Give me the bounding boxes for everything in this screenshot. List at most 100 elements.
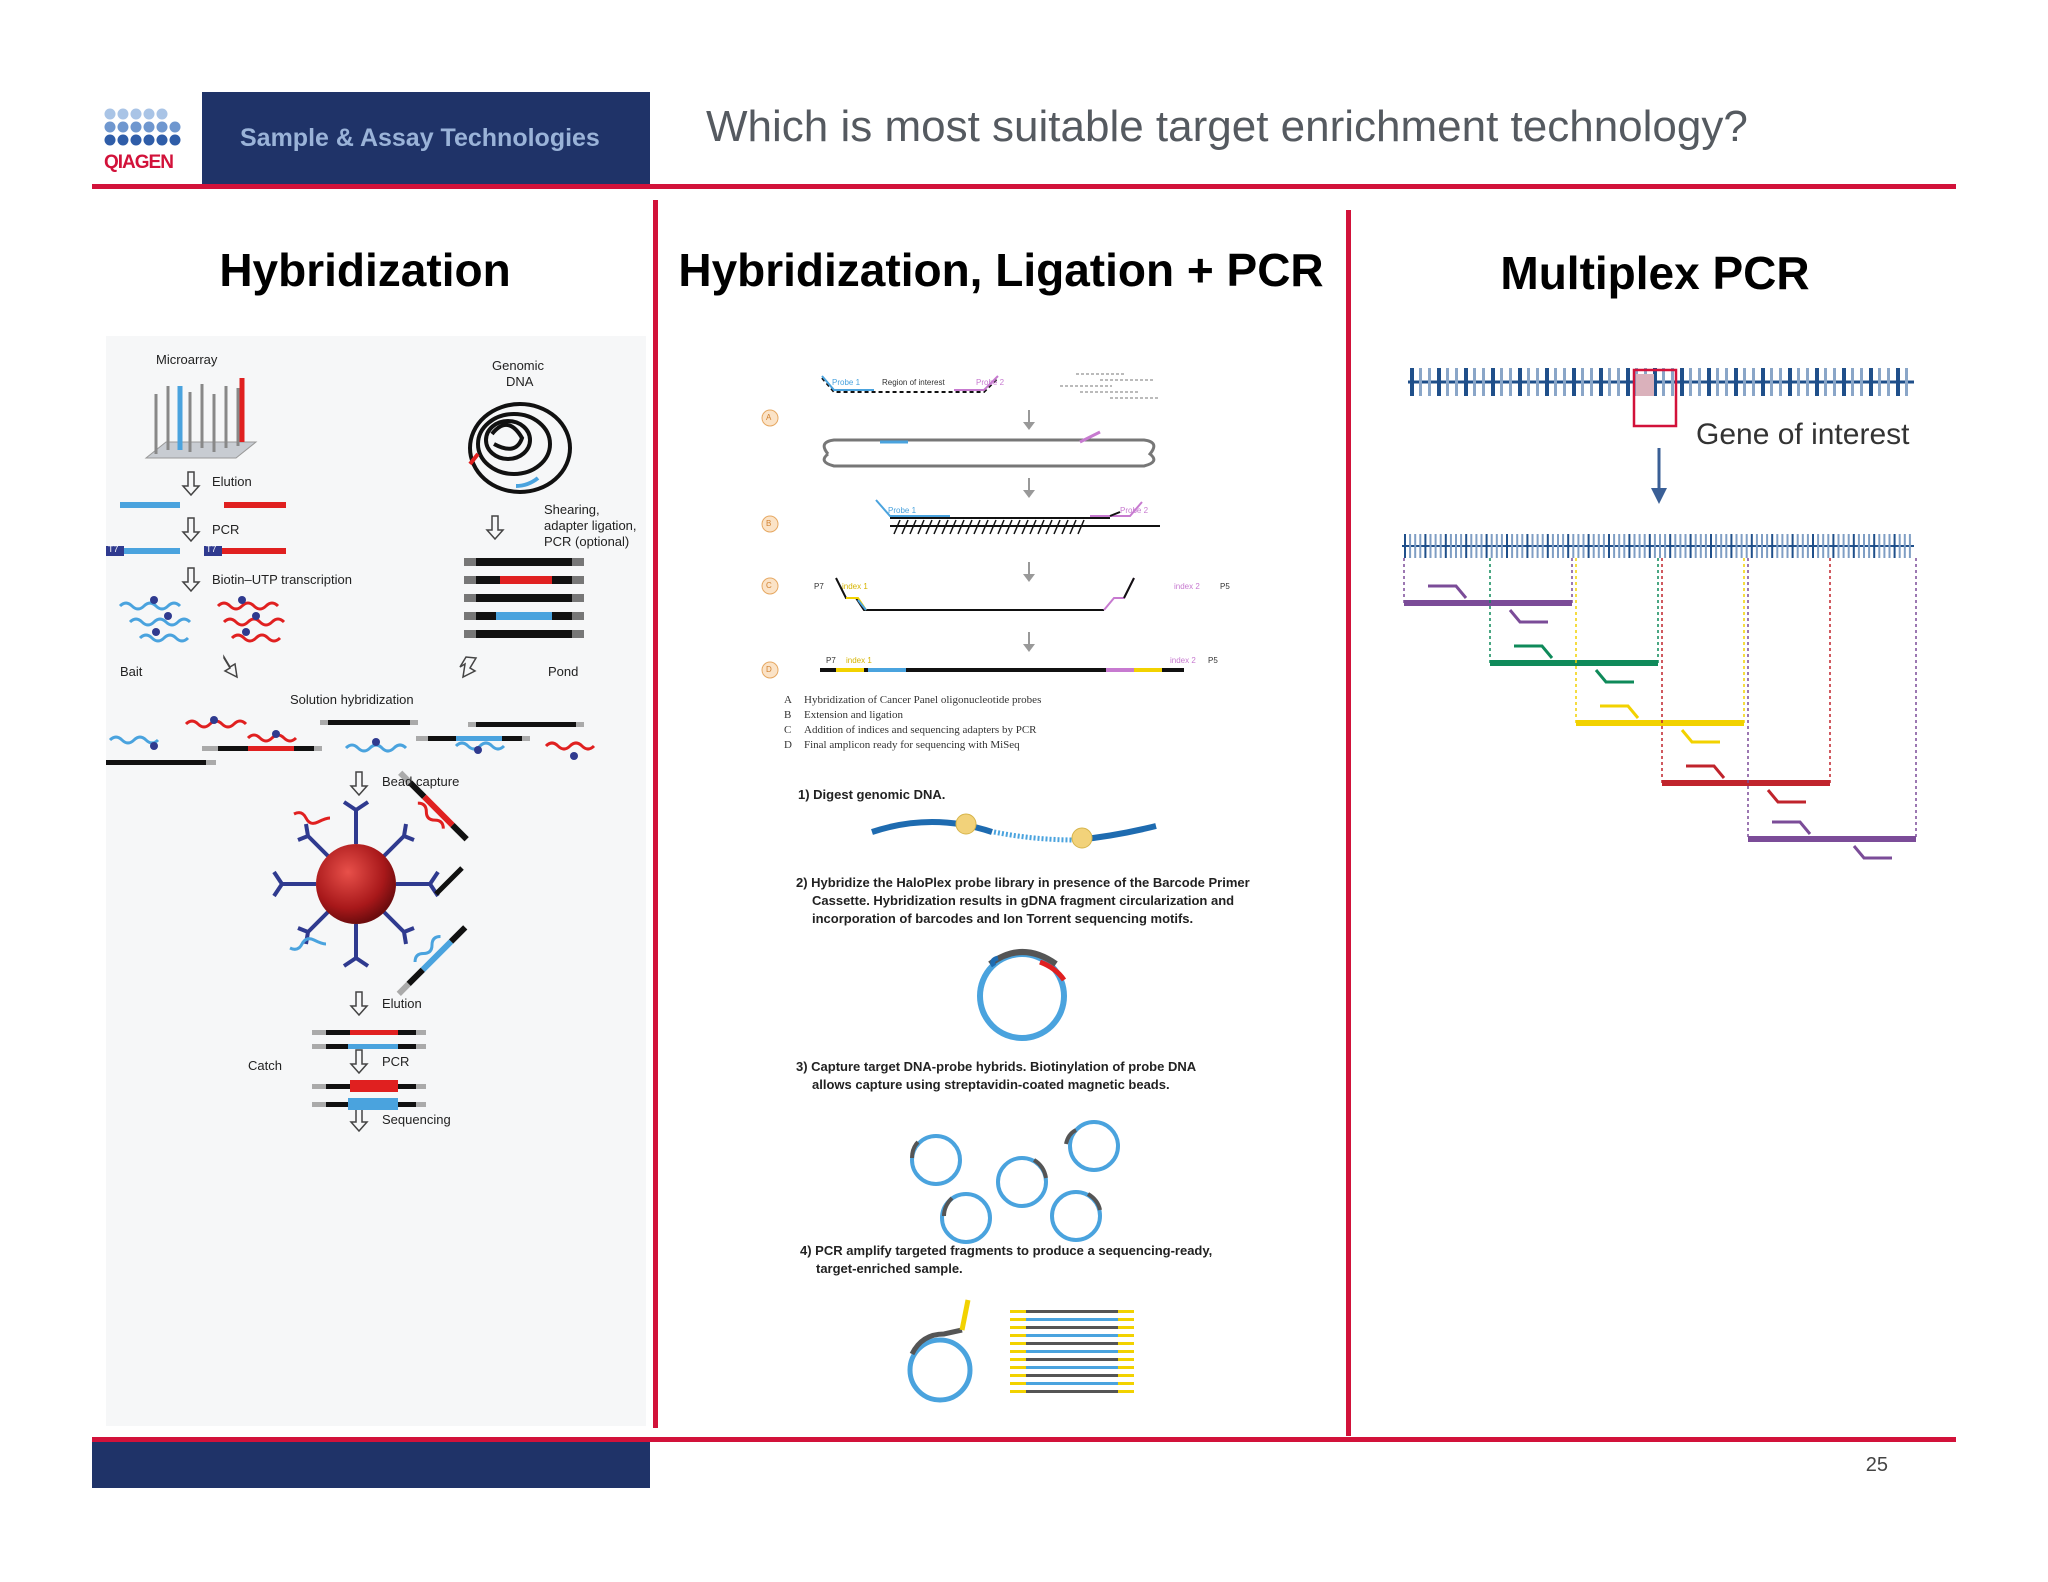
genome-tick (1653, 534, 1656, 558)
genome-tick (1633, 534, 1636, 558)
label-p7: P7 (826, 656, 836, 665)
genome-tick (1541, 534, 1544, 558)
genome-tick (1419, 534, 1422, 558)
genome-tick (1720, 534, 1723, 558)
genome-tick (1770, 368, 1773, 396)
genome-tick (1734, 368, 1738, 396)
column-title-multiplex-pcr: Multiplex PCR (1500, 247, 1810, 299)
page-number: 25 (1865, 1454, 1888, 1476)
label-elution: Elution (212, 474, 252, 489)
label-elution: Elution (382, 996, 422, 1011)
hybridization-schematic (106, 378, 596, 1133)
column-divider (653, 200, 658, 1428)
genome-tick (1500, 368, 1503, 396)
label-t7: T7 (206, 544, 217, 554)
genome-tick (1837, 534, 1840, 558)
genome-tick (1743, 368, 1746, 396)
genome-tick (1903, 534, 1906, 558)
genome-tick (1419, 368, 1422, 396)
column-divider (1346, 210, 1351, 1436)
gene-of-interest-box (1632, 368, 1678, 428)
genome-tick (1812, 534, 1814, 558)
genome-tick (1725, 368, 1728, 396)
genome-tick (1613, 534, 1616, 558)
genome-tick (1429, 534, 1432, 558)
genome-tick (1791, 534, 1794, 558)
genome-tick (1590, 368, 1593, 396)
genome-tick (1766, 534, 1769, 558)
forward-primer (1686, 764, 1726, 779)
genome-tick (1761, 534, 1763, 558)
label-biotin-transcription: Biotin–UTP transcription (212, 572, 352, 587)
slide-title: Which is most suitable target enrichment… (706, 102, 1748, 151)
genome-tick (1414, 534, 1417, 558)
genome-tick (1659, 534, 1661, 558)
genome-tick (1473, 368, 1476, 396)
label-bait: Bait (120, 664, 143, 679)
genome-tick (1577, 534, 1580, 558)
genome-tick (1887, 368, 1890, 396)
genome-tick (1434, 534, 1437, 558)
genome-tick (1815, 368, 1819, 396)
label-genomic: Genomic (492, 358, 545, 373)
reverse-primer (1594, 669, 1634, 684)
genome-tick (1694, 534, 1697, 558)
genome-tick (1563, 368, 1566, 396)
genome-tick (1752, 368, 1755, 396)
amplicon-2 (1490, 660, 1658, 666)
genome-tick (1491, 368, 1495, 396)
label-pcr: PCR (382, 1054, 410, 1069)
genome-tick (1842, 534, 1845, 558)
genome-tick (1755, 534, 1758, 558)
genome-tick (1680, 368, 1684, 396)
label-bead-capture: Bead capture (382, 774, 460, 789)
genome-tick (1699, 534, 1702, 558)
label-p5: P5 (1208, 656, 1218, 665)
genome-tick (1797, 368, 1800, 396)
label-p7: P7 (814, 582, 824, 591)
genome-tick (1817, 534, 1820, 558)
genome-tick (1806, 534, 1809, 558)
label-index1: index 1 (842, 582, 868, 591)
genome-tick (1409, 534, 1412, 558)
genome-tick (1521, 534, 1524, 558)
genome-tick (1796, 534, 1799, 558)
genome-tick (1618, 534, 1621, 558)
label-t7: T7 (108, 544, 119, 554)
genome-tick (1518, 368, 1522, 396)
step-2-text: 2) Hybridize the HaloPlex probe library … (796, 875, 1250, 926)
logo-wordmark: QIAGEN (104, 152, 173, 173)
genome-tick (1536, 534, 1539, 558)
label-probe1: Probe 1 (832, 378, 861, 387)
genome-tick (1715, 534, 1718, 558)
genome-tick (1628, 534, 1631, 558)
label-index2: index 2 (1170, 656, 1196, 665)
genome-tick (1536, 368, 1539, 396)
genome-tick (1662, 368, 1665, 396)
genome-tick (1527, 368, 1530, 396)
label-probe2: Probe 2 (976, 378, 1005, 387)
multiplex-pcr-schematic (1402, 368, 1917, 860)
genome-tick (1480, 534, 1483, 558)
genome-tick (1857, 534, 1860, 558)
genome-tick (1572, 534, 1575, 558)
genome-tick (1587, 534, 1590, 558)
genome-tick (1597, 534, 1600, 558)
haloplex-schematic (761, 373, 1184, 1403)
genome-tick (1689, 368, 1692, 396)
genome-tick (1428, 368, 1431, 396)
amplicon-4 (1662, 780, 1830, 786)
genome-tick (1653, 368, 1657, 396)
genome-tick (1626, 368, 1630, 396)
genome-tick (1495, 534, 1498, 558)
genome-tick (1671, 368, 1674, 396)
genome-tick (1735, 534, 1738, 558)
column-title-ligation-pcr: Hybridization, Ligation + PCR (678, 244, 1324, 296)
label-index2: index 2 (1174, 582, 1200, 591)
genome-tick (1788, 368, 1792, 396)
genome-tick (1689, 534, 1692, 558)
genome-tick (1801, 534, 1804, 558)
genome-tick (1824, 368, 1827, 396)
